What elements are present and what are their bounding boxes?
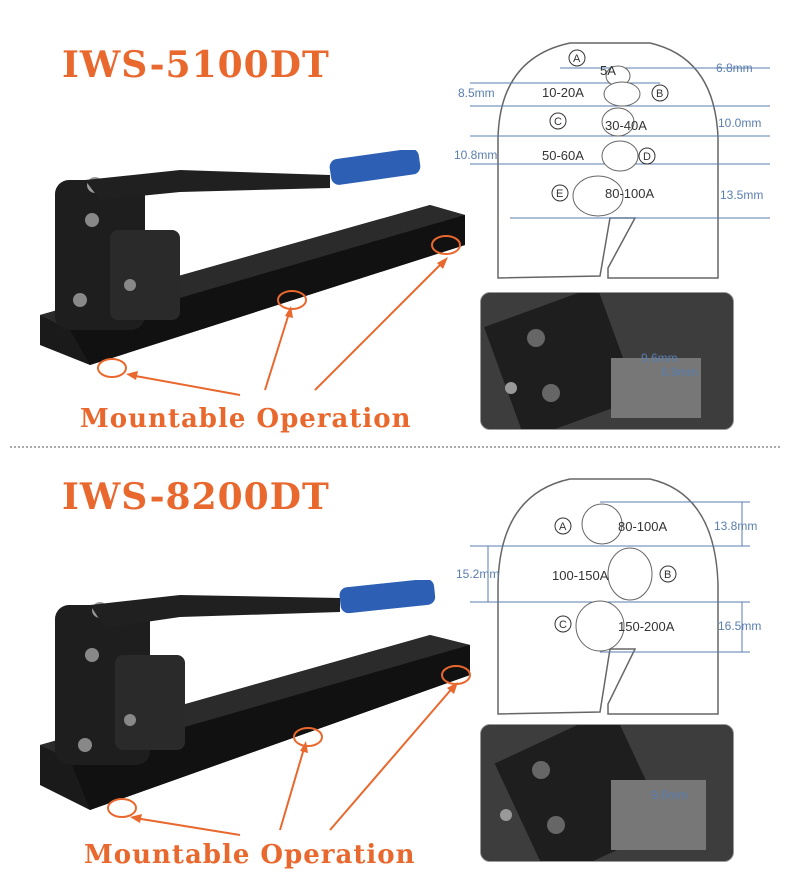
measurement-label: 10.0mm — [718, 116, 761, 130]
mountable-caption: Mountable Operation — [80, 404, 412, 434]
die-range: 30-40A — [605, 118, 647, 133]
measurement-label: 16.5mm — [718, 619, 761, 633]
measurement-label: 13.5mm — [720, 188, 763, 202]
mount-hole-highlight — [97, 358, 127, 378]
die-letter: A — [559, 521, 567, 533]
measurement-label: 10.8mm — [454, 148, 497, 162]
measurement-label: 6.9mm — [661, 365, 698, 379]
die-letter: E — [556, 188, 563, 200]
die-letter: A — [573, 53, 581, 65]
crimper-tool-image — [40, 580, 471, 818]
die-range: 80-100A — [605, 186, 654, 201]
pointer-arrow — [130, 682, 458, 836]
model-title: IWS-8200DT — [62, 476, 330, 518]
section-divider — [10, 446, 780, 448]
die-diagram: A 80-100A B 100-150A C 150-200A 13.8mm 1… — [456, 478, 761, 715]
measurement-label: 13.8mm — [714, 519, 757, 533]
die-letter: C — [559, 619, 567, 631]
die-letter: B — [664, 569, 671, 581]
die-range: 50-60A — [542, 148, 584, 163]
die-closeup-photo: 9.6mm — [480, 724, 734, 862]
die-letter: C — [554, 116, 562, 128]
measurement-label: 6.8mm — [716, 61, 753, 75]
measurement-label: 9.6mm — [651, 788, 688, 802]
die-range: 5A — [600, 63, 616, 78]
model-title: IWS-5100DT — [62, 44, 330, 86]
crimper-tool-image — [40, 150, 465, 378]
die-range: 150-200A — [618, 619, 675, 634]
mount-hole-highlight — [277, 290, 307, 310]
measurement-label: 8.5mm — [458, 86, 495, 100]
mountable-caption: Mountable Operation — [84, 840, 416, 870]
die-diagram: A 5A B 10-20A C 30-40A D 50-60A E 80-100… — [454, 42, 770, 279]
pointer-arrow — [126, 257, 448, 396]
die-closeup-photo: 9.6mm 6.9mm — [480, 292, 734, 430]
mount-hole-highlight — [107, 798, 137, 818]
die-letter: D — [643, 151, 651, 163]
measurement-label: 9.6mm — [641, 351, 678, 365]
mount-hole-highlight — [431, 235, 461, 255]
mount-hole-highlight — [293, 727, 323, 747]
die-range: 100-150A — [552, 568, 609, 583]
die-range: 80-100A — [618, 519, 667, 534]
measurement-label: 15.2mm — [456, 567, 499, 581]
die-range: 10-20A — [542, 85, 584, 100]
die-letter: B — [656, 88, 663, 100]
